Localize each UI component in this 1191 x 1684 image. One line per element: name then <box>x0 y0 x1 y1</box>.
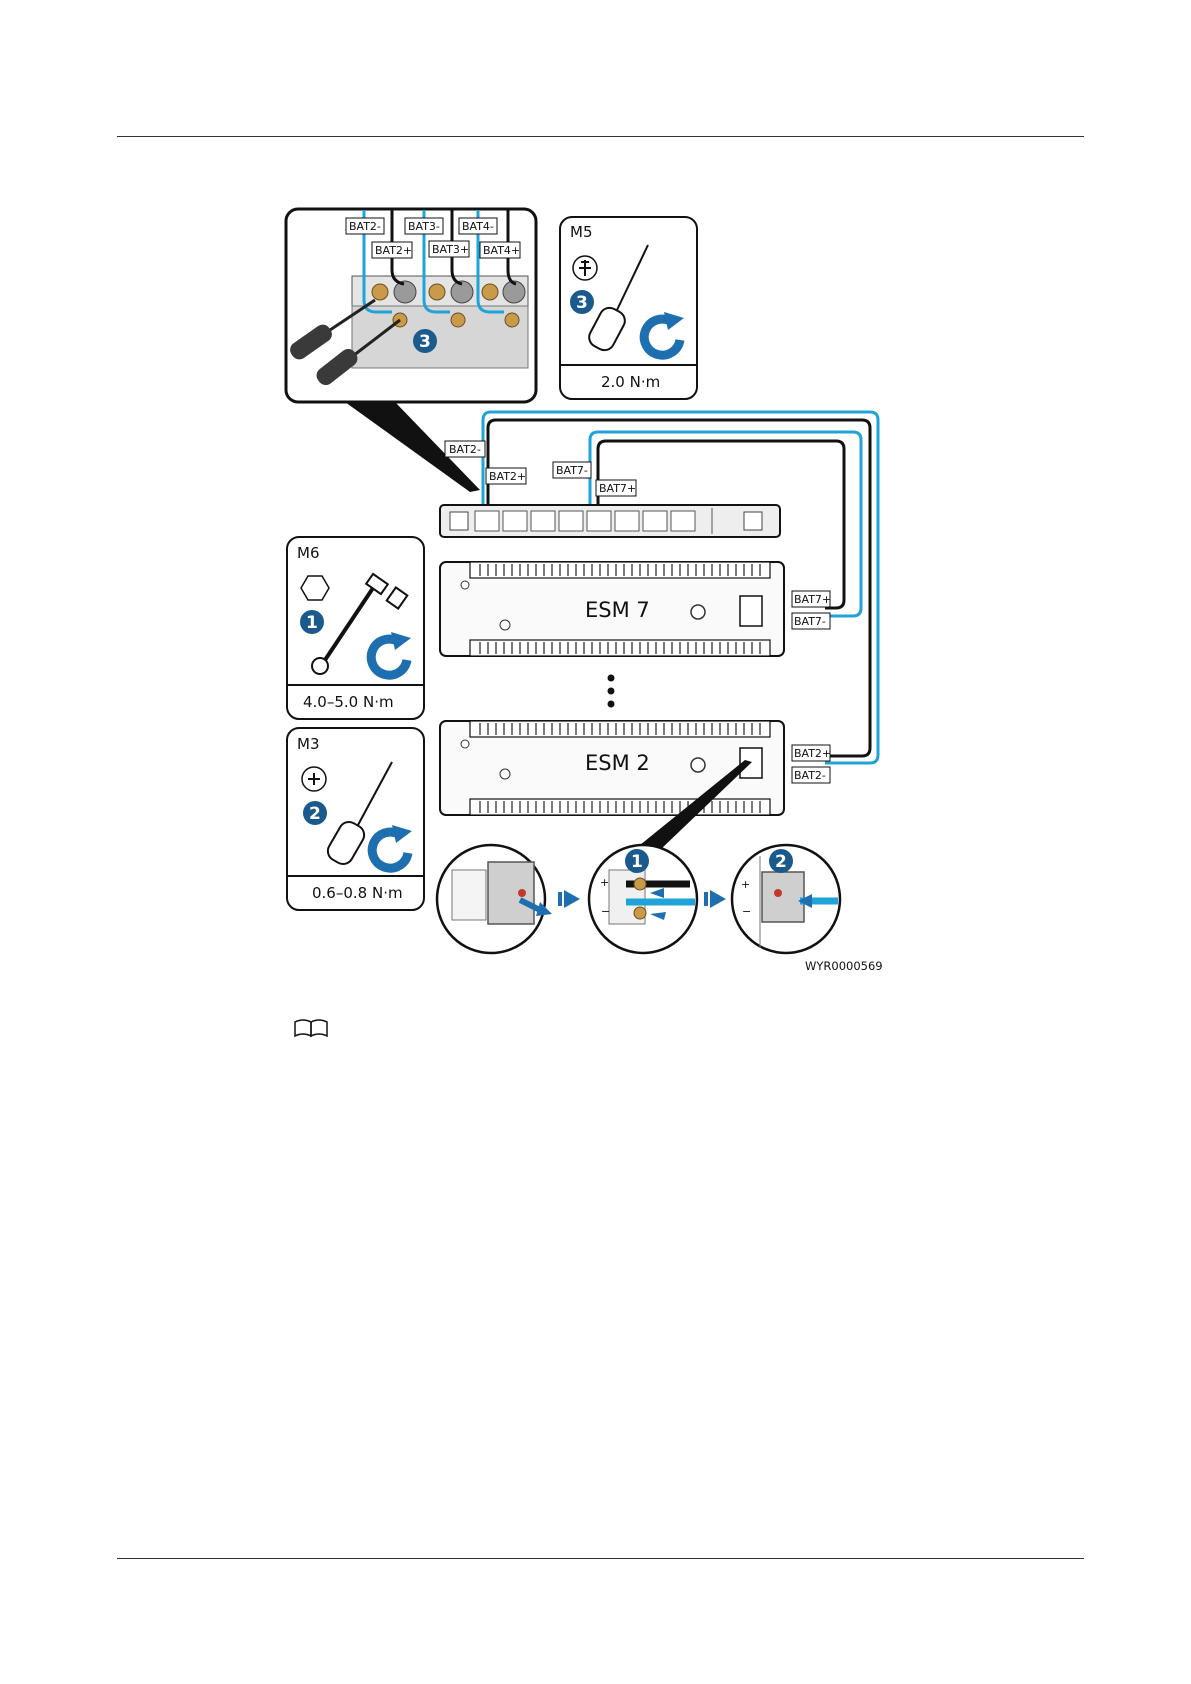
tool-box-m6: M6 1 4.0–5.0 N·m <box>287 537 424 719</box>
phillips-head-icon <box>302 767 326 791</box>
detail-label-bat2-neg: BAT2- <box>349 220 381 233</box>
step-first-number: 1 <box>631 852 643 872</box>
m3-step-number: 2 <box>309 804 321 824</box>
esm-top-name: ESM 7 <box>585 598 650 622</box>
m6-torque-value: 4.0–5.0 N·m <box>303 693 394 711</box>
more-modules-ellipsis <box>608 675 615 708</box>
m5-step-number: 3 <box>576 293 588 313</box>
figure-code: WYR0000569 <box>805 959 883 973</box>
m6-step-number: 1 <box>306 613 318 633</box>
svg-text:+: + <box>741 878 750 891</box>
tool-box-m3: M3 2 0.6–0.8 N·m <box>287 728 424 910</box>
svg-text:−: − <box>742 905 751 918</box>
m6-bolt-label: M6 <box>297 544 320 562</box>
terminal-detail-callout: BAT2- BAT3- BAT4- BAT2+ BAT3+ BAT4+ 3 <box>286 209 536 492</box>
m3-torque-value: 0.6–0.8 N·m <box>312 884 403 902</box>
esm-bottom-neg-label: BAT2- <box>794 769 826 782</box>
esm-bottom-pos-label: BAT2+ <box>794 747 831 760</box>
esm-module-bottom: ESM 2 BAT2+ BAT2- <box>440 721 831 815</box>
esm-top-neg-label: BAT7- <box>794 615 826 628</box>
step-circle-connect-cables: + − 1 <box>589 845 697 953</box>
tool-box-m5: M5 3 2.0 N·m <box>560 217 697 399</box>
esm-top-pos-label: BAT7+ <box>794 593 831 606</box>
bus-label-bat7-pos: BAT7+ <box>599 482 636 495</box>
flow-arrow-icon <box>558 890 580 908</box>
step-second-number: 2 <box>775 852 787 872</box>
svg-text:−: − <box>601 905 610 918</box>
step-circle-remove-cover <box>437 845 552 953</box>
detail-step-number: 3 <box>419 332 431 352</box>
esm-module-top: ESM 7 BAT7+ BAT7- <box>440 562 831 656</box>
detail-label-bat4-neg: BAT4- <box>462 220 494 233</box>
m5-bolt-label: M5 <box>570 223 593 241</box>
phillips-head-icon <box>573 256 597 280</box>
detail-label-bat3-pos: BAT3+ <box>432 243 469 256</box>
esm-bottom-name: ESM 2 <box>585 751 650 775</box>
flow-arrow-icon <box>704 890 726 908</box>
power-distribution-unit <box>440 505 780 537</box>
bus-label-bat2-neg: BAT2- <box>449 443 481 456</box>
m5-torque-value: 2.0 N·m <box>601 373 660 391</box>
bus-label-bat2-pos: BAT2+ <box>489 470 526 483</box>
svg-text:+: + <box>600 876 609 889</box>
bus-label-bat7-neg: BAT7- <box>556 464 588 477</box>
m3-bolt-label: M3 <box>297 735 320 753</box>
detail-label-bat3-neg: BAT3- <box>408 220 440 233</box>
detail-label-bat2-pos: BAT2+ <box>375 244 412 257</box>
hex-head-icon <box>301 576 329 600</box>
detail-label-bat4-pos: BAT4+ <box>483 244 520 257</box>
note-book-icon <box>295 1020 327 1036</box>
step-circle-reinstall-cover: + − 2 <box>732 845 840 953</box>
